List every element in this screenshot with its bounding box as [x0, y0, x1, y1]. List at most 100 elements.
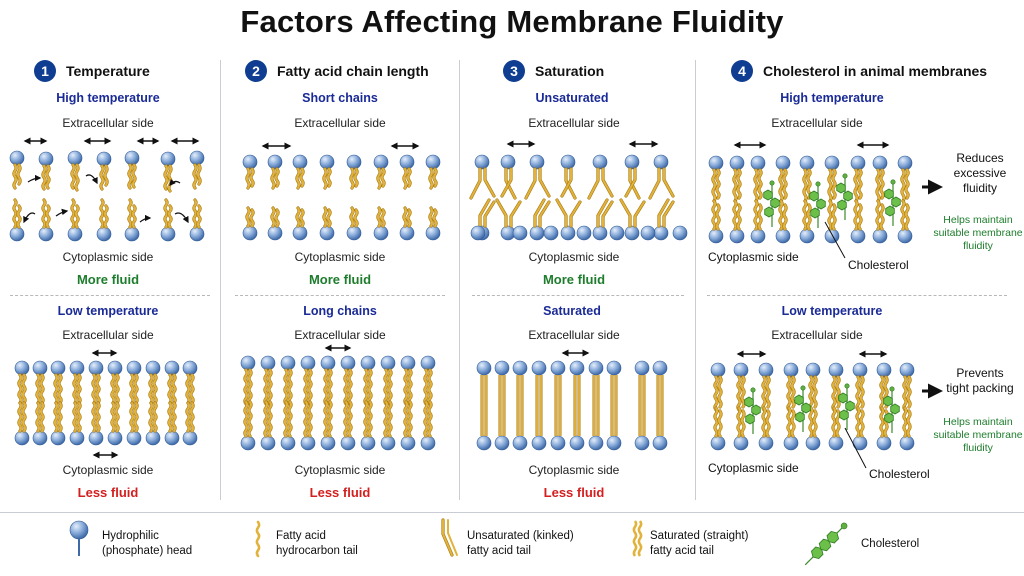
fatty-acid-tail — [790, 410, 796, 437]
movement-arrow — [174, 212, 189, 224]
phospholipid-head — [476, 360, 492, 376]
phospholipid-head — [750, 228, 766, 244]
fatty-acid-tail — [16, 205, 22, 228]
extracellular-label: Extracellular side — [62, 328, 154, 342]
unsaturated-tail — [534, 199, 545, 227]
fatty-acid-tail — [263, 369, 269, 405]
fatty-acid-tail — [171, 374, 177, 404]
cholesterol-icon — [804, 522, 848, 566]
phospholipid-head — [652, 360, 668, 376]
unsaturated-tail — [470, 168, 481, 199]
legend-label: Unsaturated (kinked) fatty acid tail — [467, 530, 574, 557]
legend-label: Hydrophilic (phosphate) head — [102, 530, 193, 557]
fatty-acid-tail — [21, 402, 27, 432]
phospholipid-head — [876, 435, 892, 451]
cholesterol-ring — [763, 189, 773, 201]
fatty-acid-tail — [148, 374, 154, 404]
phospholipid-head — [14, 430, 30, 446]
phospholipid-head — [38, 151, 54, 167]
fatty-acid-tail — [711, 200, 717, 230]
result-label: More fluid — [76, 272, 140, 287]
cholesterol-ring — [839, 409, 849, 421]
cytoplasmic-label: Cytoplasmic side — [62, 463, 154, 477]
section-number-badge: 3 — [503, 60, 525, 82]
fatty-acid-tail — [192, 199, 198, 228]
phospholipid-head — [500, 154, 516, 170]
helps-maintain-note: Helps maintain suitable membrane fluidit… — [933, 416, 1023, 454]
fatty-acid-tail — [196, 164, 202, 185]
phospholipid-head — [124, 150, 140, 166]
legend-divider — [0, 512, 1024, 513]
phospholipid-head — [876, 362, 892, 378]
fatty-acid-tail — [95, 402, 101, 432]
phospholipid-head — [897, 155, 913, 171]
extracellular-label: Extracellular side — [771, 116, 863, 130]
phospholipid-head — [708, 155, 724, 171]
section-heading: Temperature — [66, 63, 150, 79]
fatty-acid-tail — [427, 401, 433, 437]
fatty-acid-tail — [855, 407, 861, 437]
phospholipid-head — [799, 155, 815, 171]
fatty-acid-tail — [857, 204, 863, 230]
fatty-acid-tail — [782, 169, 788, 199]
fatty-acid-tail — [343, 401, 349, 437]
fatty-acid-tail — [57, 374, 63, 404]
column-divider — [695, 60, 696, 500]
phospholipid-head — [758, 362, 774, 378]
section-number-badge: 2 — [245, 60, 267, 82]
fatty-acid-tail — [131, 205, 137, 228]
phospholipid-head — [872, 155, 888, 171]
phospholipid-head — [360, 355, 376, 371]
condition-label: Low temperature — [781, 304, 883, 318]
fatty-acid-tail — [732, 169, 738, 202]
phospholipid-head — [107, 360, 123, 376]
fatty-acid-tail — [715, 169, 721, 199]
fatty-acid-tail — [902, 376, 908, 411]
fatty-acid-tail — [247, 401, 253, 437]
fatty-acid-tail — [427, 369, 433, 405]
fatty-acid-tail — [110, 402, 116, 432]
fatty-acid-tail — [778, 169, 784, 202]
fatty-acid-tail — [283, 369, 289, 405]
fatty-acid-tail — [349, 168, 355, 189]
fatty-acid-tail — [406, 209, 412, 227]
fatty-acid-tail — [247, 369, 253, 405]
unsaturated-tail — [602, 168, 613, 197]
phospholipid-head — [476, 435, 492, 451]
fatty-acid-tail — [423, 369, 429, 405]
fatty-acid-tail — [91, 402, 97, 432]
phospholipid-head — [560, 225, 576, 241]
fatty-acid-tail — [74, 205, 80, 228]
unsaturated-tail — [658, 199, 669, 227]
extracellular-label: Extracellular side — [294, 116, 386, 130]
phospholipid-head — [512, 360, 528, 376]
fatty-acid-tail — [287, 401, 293, 437]
fatty-acid-tail — [163, 199, 169, 228]
cholesterol-head — [890, 179, 896, 185]
phospholipid-head — [531, 360, 547, 376]
fatty-acid-tail — [802, 169, 808, 202]
fatty-acid-tail — [879, 376, 885, 411]
fatty-acid-tail — [103, 205, 109, 228]
phospholipid-head — [320, 355, 336, 371]
unsaturated-tail — [561, 168, 572, 197]
fatty-acid-tail — [406, 168, 412, 187]
phospholipid-head — [606, 360, 622, 376]
section-heading: Saturation — [535, 63, 605, 79]
fatty-acid-tail — [133, 374, 139, 404]
movement-arrow — [23, 212, 36, 224]
fatty-acid-tail — [812, 410, 818, 437]
fatty-acid-tail — [127, 199, 133, 228]
fatty-acid-tail — [322, 168, 328, 189]
fatty-acid-tail — [387, 369, 393, 405]
movement-arrow — [55, 208, 69, 217]
phospholipid-head — [126, 430, 142, 446]
extracellular-label: Extracellular side — [294, 328, 386, 342]
phospholipid-head — [400, 435, 416, 451]
fatty-acid-tail — [245, 207, 251, 227]
fatty-acid-tail — [902, 407, 908, 437]
fatty-acid-tail — [17, 402, 23, 432]
fatty-acid-tail — [831, 204, 837, 230]
fatty-acid-tail — [17, 374, 23, 404]
helps-maintain-note: Helps maintain suitable membrane fluidit… — [933, 214, 1023, 252]
